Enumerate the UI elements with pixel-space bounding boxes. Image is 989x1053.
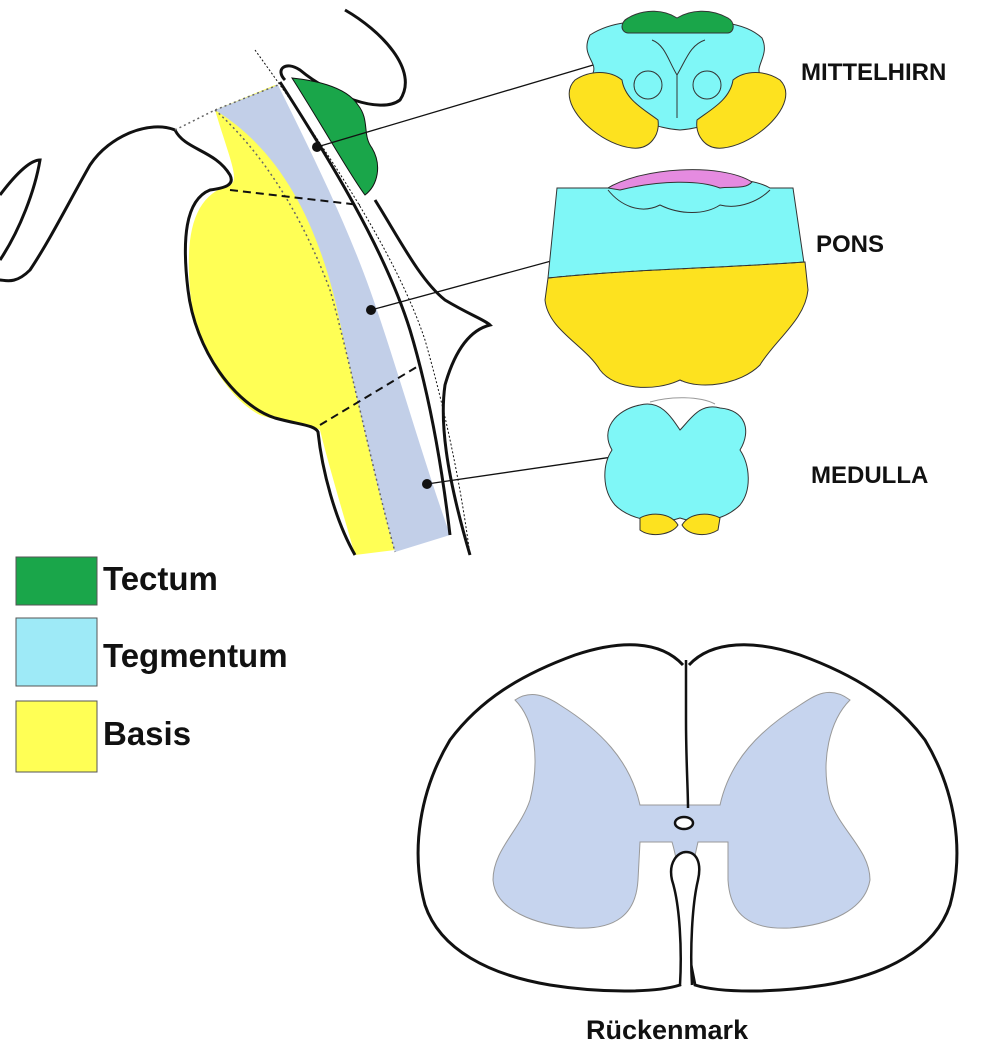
sagittal-tegmentum	[215, 85, 450, 552]
mittelhirn-tectum	[621, 10, 734, 34]
label-mittelhirn: MITTELHIRN	[801, 59, 946, 86]
spinal-cord-section	[416, 643, 959, 993]
legend-swatch-tegmentum	[15, 617, 98, 687]
ventricle-outline	[373, 199, 493, 556]
forebrain-outline	[0, 125, 176, 283]
pons-basis	[544, 261, 809, 388]
medulla-basis-right	[681, 513, 721, 536]
mittelhirn-aqueduct	[651, 39, 706, 118]
medulla-tegmentum	[604, 403, 749, 522]
dorsal-median-septum	[684, 660, 690, 809]
legend-label-tegmentum: Tegmentum	[103, 637, 288, 674]
surrounding-outline	[279, 8, 407, 107]
legend-label-tectum: Tectum	[103, 560, 218, 597]
pons-boundary-dashed	[547, 261, 806, 279]
mittelhirn-nucleus-right	[692, 70, 722, 100]
level-division-upper	[229, 189, 361, 206]
central-canal	[673, 815, 695, 831]
sagittal-basis	[175, 85, 395, 555]
dorsal-surface-dotted	[254, 49, 471, 556]
tegmentum-border-dotted	[214, 109, 396, 553]
mittelhirn-section	[568, 10, 787, 149]
medulla-basis-left	[639, 513, 679, 536]
label-rueckenmark: Rückenmark	[586, 1015, 749, 1045]
spinal-grey-matter	[492, 691, 871, 929]
sagittal-basis-outline	[173, 129, 357, 556]
pons-roof	[606, 169, 753, 191]
ventral-median-fissure	[669, 850, 701, 986]
pointer-line-mittelhirn	[316, 59, 611, 148]
pons-floor	[607, 189, 771, 213]
level-division-lower	[319, 364, 421, 426]
legend-label-basis: Basis	[103, 715, 191, 752]
mittelhirn-basis-right	[696, 72, 787, 149]
legend: Tectum Tegmentum Basis	[15, 556, 288, 773]
medulla-roof	[649, 397, 716, 405]
label-pons: PONS	[816, 231, 884, 258]
legend-swatch-basis	[15, 700, 98, 773]
medulla-section	[604, 397, 749, 536]
legend-swatch-tectum	[15, 556, 98, 606]
pointer-line-medulla	[426, 452, 641, 485]
sagittal-brainstem	[0, 8, 493, 556]
dorsal-surface-line	[278, 81, 452, 536]
label-medulla: MEDULLA	[811, 462, 928, 489]
pons-section	[544, 169, 809, 388]
mittelhirn-basis-left	[568, 72, 659, 149]
sagittal-tectum	[291, 77, 379, 196]
mittelhirn-nucleus-left	[633, 70, 663, 100]
